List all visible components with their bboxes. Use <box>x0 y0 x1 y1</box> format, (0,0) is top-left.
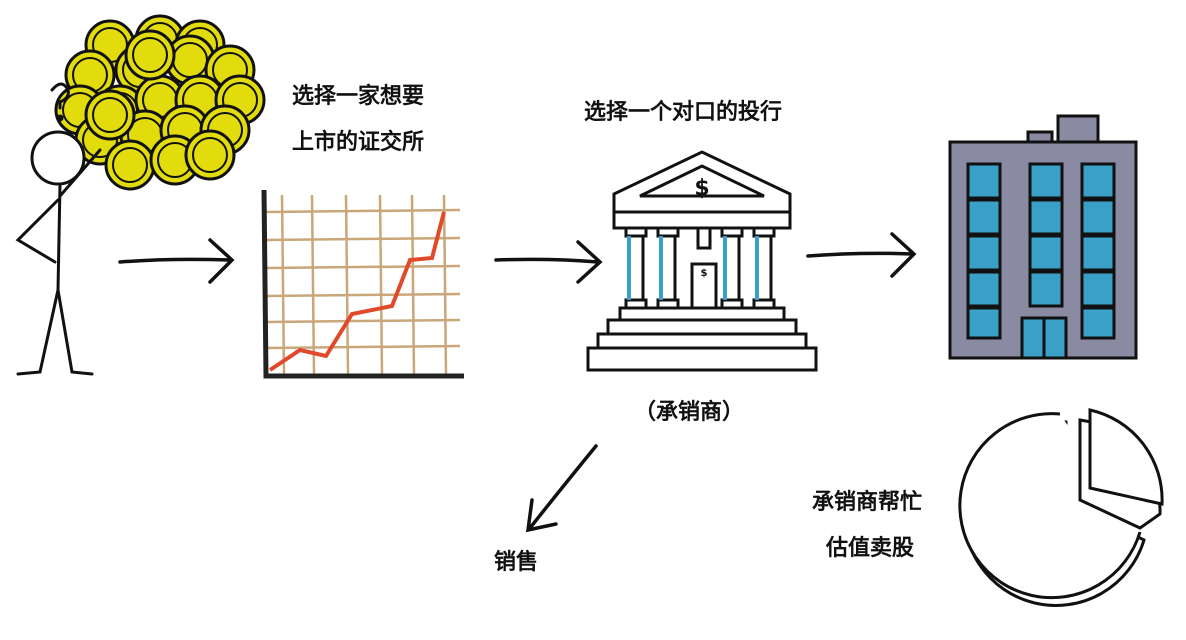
bank-title-label: 选择一个对口的投行 <box>584 100 783 125</box>
coin-icon <box>104 139 156 191</box>
exchange-label-line1: 选择一家想要 <box>292 84 425 109</box>
coin-icon <box>124 29 176 81</box>
dollar-sign-icon: $ <box>694 176 709 201</box>
stick-figure-icon <box>15 82 102 376</box>
coin-icon <box>84 89 136 141</box>
coin-icon <box>184 129 236 181</box>
door-dollar-icon: $ <box>701 268 708 279</box>
exchange-label-line2: 上市的证交所 <box>292 130 425 155</box>
coin-pile-icon <box>54 14 266 191</box>
sales-label: 销售 <box>494 550 539 575</box>
office-building-icon <box>948 114 1138 360</box>
underwriter-label: （承销商） <box>634 400 745 425</box>
valuation-label-line1: 承销商帮忙 <box>812 490 923 515</box>
bank-icon <box>586 150 818 372</box>
valuation-label-line2: 估值卖股 <box>826 536 915 561</box>
stock-chart-icon <box>261 189 464 379</box>
pie-chart-icon <box>958 408 1164 607</box>
arrow-icon <box>118 232 917 533</box>
